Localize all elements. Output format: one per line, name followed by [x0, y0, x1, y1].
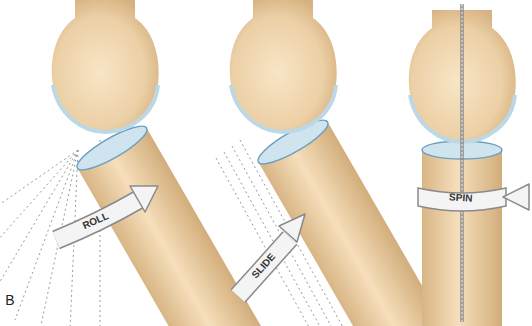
- axis-rod: [462, 4, 463, 322]
- spin-arrow: [418, 184, 529, 211]
- slide-arrow: [238, 214, 305, 296]
- cartilage: [53, 85, 158, 132]
- motion-label: SPIN: [449, 192, 473, 204]
- roll-arrow: [56, 186, 158, 240]
- upper-bone: [230, 0, 337, 132]
- upper-bone: [52, 0, 159, 132]
- panel-letter: B: [5, 293, 14, 307]
- cartilage: [231, 85, 336, 132]
